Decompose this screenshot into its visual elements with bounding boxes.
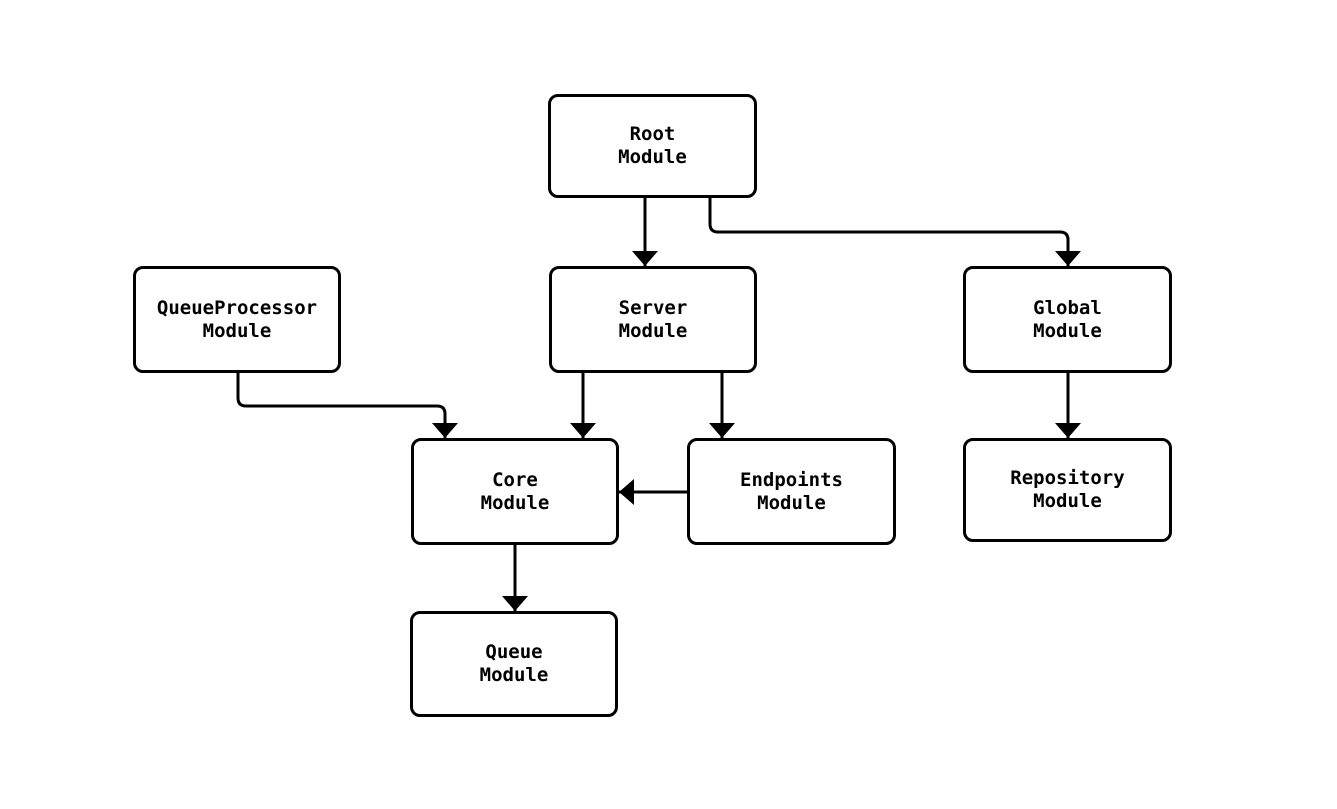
node-queue-label-line-1: Queue — [485, 641, 543, 663]
node-server-label-line-1: Server — [618, 296, 688, 319]
node-queueprocessor-label-line-1: QueueProcessor — [156, 296, 318, 319]
node-core-label-line-2: Module — [480, 491, 550, 514]
arrowhead-root-to-server — [632, 251, 658, 266]
arrowhead-endpoints-to-core — [619, 479, 634, 505]
node-core-label-line-1: Core — [492, 468, 538, 491]
node-endpoints-label-line-1: Endpoints — [740, 468, 843, 491]
node-queue-label-line-2: Module — [479, 664, 549, 686]
node-endpoints-label-line-2: Module — [757, 491, 826, 514]
node-queueprocessor-label-line-2: Module — [202, 319, 272, 342]
node-global-label-line-1: Global — [1033, 296, 1102, 319]
node-global-label-line-2: Module — [1033, 319, 1102, 342]
edge-queueprocessor-to-core — [236, 371, 447, 440]
node-server-label-line-2: Module — [618, 319, 688, 342]
node-root-label-line-2: Module — [618, 146, 687, 168]
arrowhead-server-to-core — [570, 423, 596, 438]
node-root-label-line-1: Root — [629, 123, 676, 145]
arrowhead-core-to-queue — [502, 596, 528, 611]
node-repository-label-line-2: Module — [1033, 490, 1102, 512]
arrowhead-queueprocessor-to-core — [432, 423, 458, 438]
edge-root-to-global — [708, 196, 1070, 268]
arrowhead-server-to-endpoints — [709, 423, 735, 438]
node-repository-label-line-1: Repository — [1010, 467, 1125, 489]
arrowhead-root-to-global — [1055, 251, 1081, 266]
arrowhead-global-to-repository — [1055, 423, 1081, 438]
